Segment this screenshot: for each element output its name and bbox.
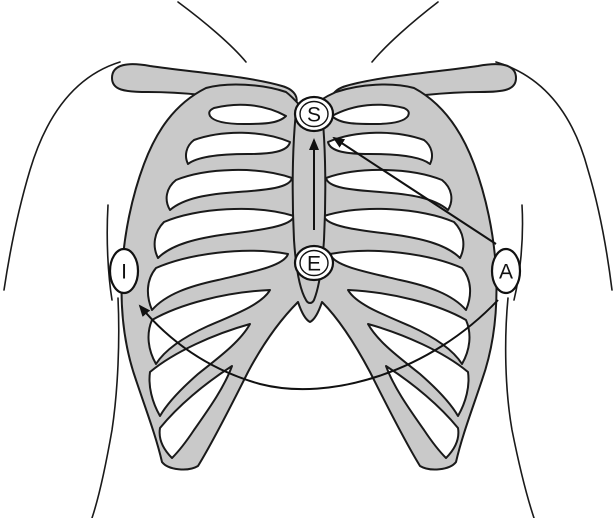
electrode-e-label: E (307, 253, 321, 276)
electrode-e: E (295, 246, 333, 280)
right-flank-line (506, 298, 534, 518)
neck-left-line (178, 2, 246, 62)
electrode-a: A (492, 249, 520, 293)
left-flank-line (92, 298, 119, 518)
electrode-s-label: S (307, 104, 321, 127)
electrode-a-label: A (499, 261, 513, 284)
electrode-i-label: I (121, 261, 127, 284)
neck-right-line (372, 2, 438, 62)
left-shoulder-line (4, 62, 120, 290)
left-arm-line (107, 205, 112, 300)
electrode-s: S (295, 97, 333, 131)
electrode-i: I (110, 249, 138, 293)
